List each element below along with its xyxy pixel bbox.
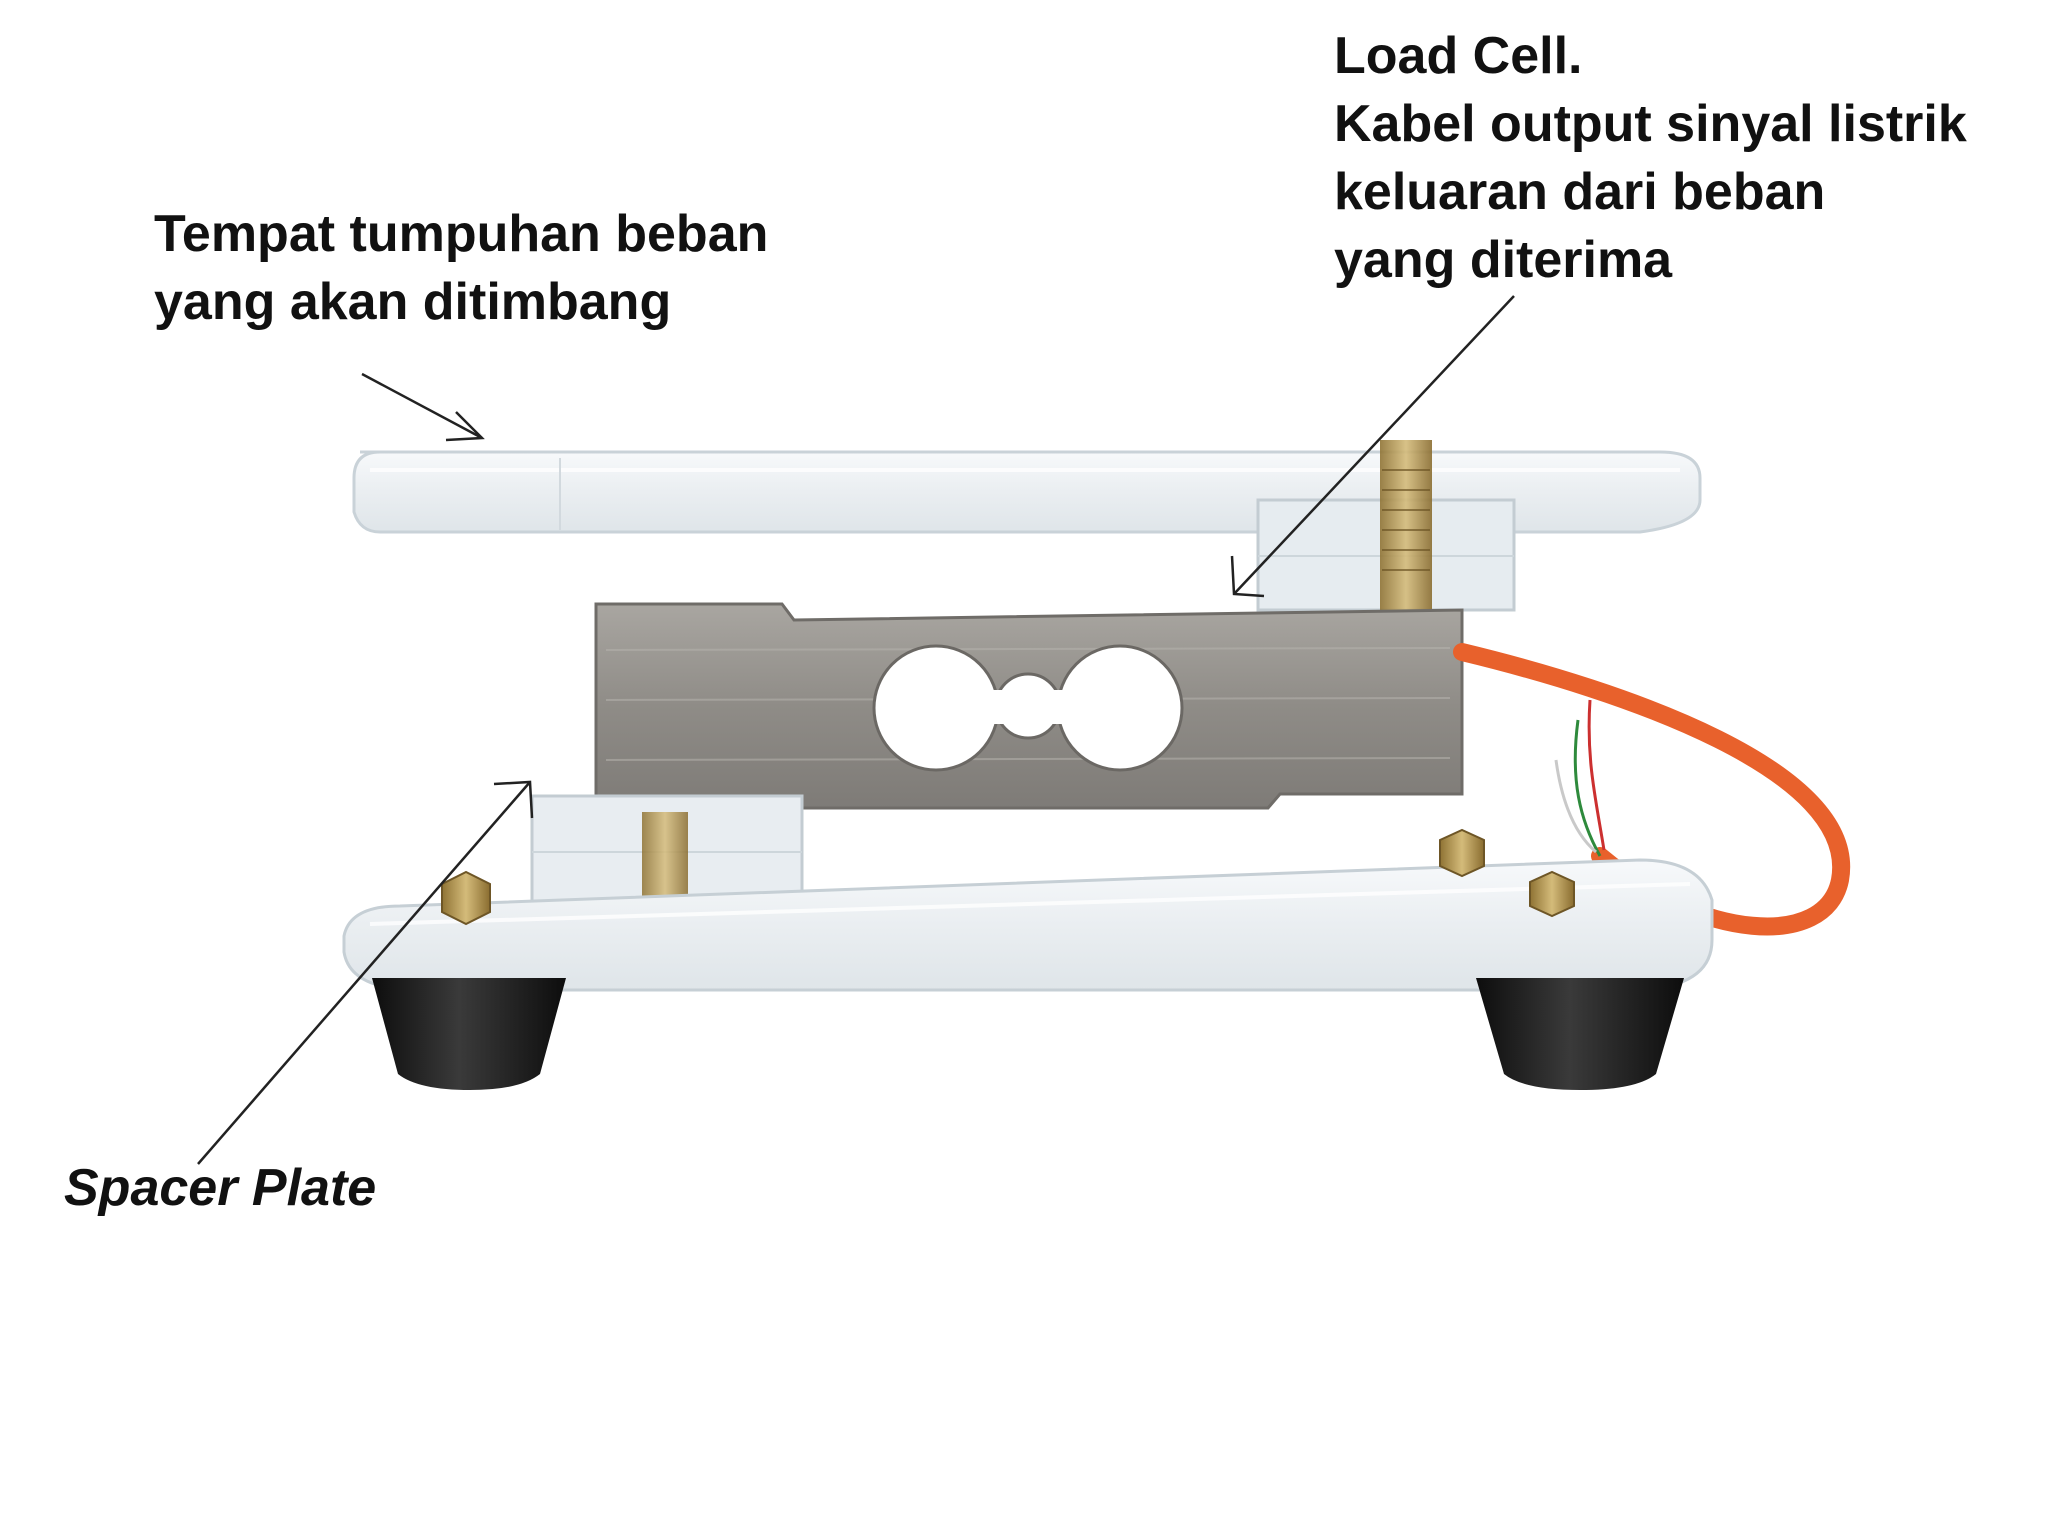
load-cell-label-line-2: Kabel output sinyal listrik <box>1334 95 1967 153</box>
platform-pointer-arrow <box>361 372 485 442</box>
platform-label: Tempat tumpuhan beban yang akan ditimban… <box>154 200 768 336</box>
load-cell-label-line-3: keluaran dari beban <box>1334 163 1826 221</box>
mounting-nuts <box>441 828 1575 926</box>
spacer-pointer-arrow <box>197 780 534 1165</box>
load-cell-label-line-4: yang diterima <box>1334 231 1673 289</box>
spacer-plate-label-text: Spacer Plate <box>64 1159 377 1217</box>
rubber-feet <box>372 978 1684 1090</box>
strain-gauge-hole <box>872 644 1184 772</box>
base-plate <box>342 858 1714 992</box>
platform-label-line-1: Tempat tumpuhan beban <box>154 205 769 263</box>
load-cell-label: Load Cell. Kabel output sinyal listrik k… <box>1334 22 1967 294</box>
platform-label-line-2: yang akan ditimbang <box>154 273 672 331</box>
upper-spacer-block <box>1256 440 1516 612</box>
load-cell-label-line-1: Load Cell. <box>1334 27 1583 85</box>
load-cell-pointer-arrow <box>1230 295 1515 598</box>
load-cell-beam <box>594 602 1464 810</box>
pointer-lines <box>197 295 1515 1165</box>
spacer-plate-label: Spacer Plate <box>64 1154 376 1222</box>
